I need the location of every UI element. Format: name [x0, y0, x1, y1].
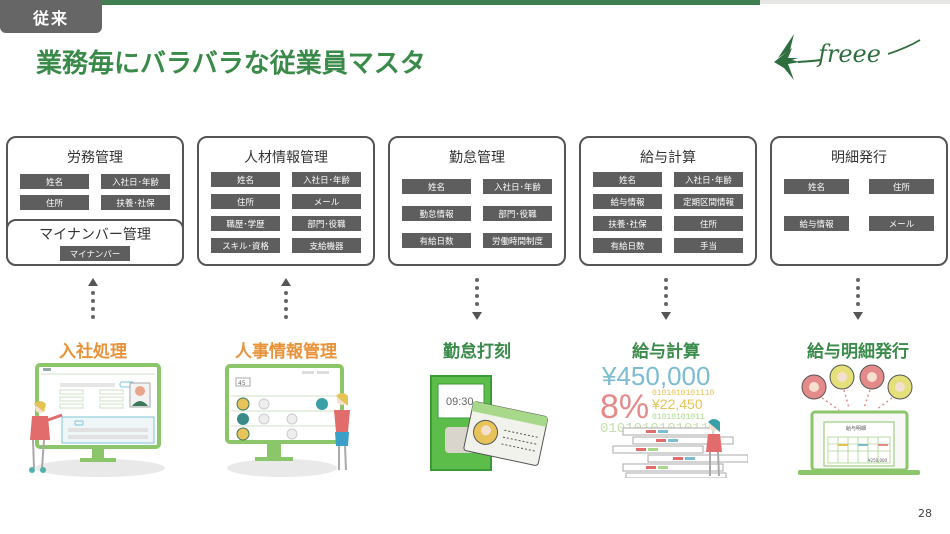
system-box-talent: 人材情報管理 姓名 入社日･年齢 住所 メール 職歴･学歴 部門･役職 スキル･…: [197, 136, 375, 266]
system-box-payroll: 給与計算 姓名 入社日･年齢 給与情報 定期区間情報 扶養･社保 住所 有給日数…: [579, 136, 757, 266]
arrow-up-icon: [281, 278, 291, 319]
field-chip: 給与情報: [593, 194, 662, 209]
payslip-title: 給与明細: [846, 425, 866, 432]
box-title: 人材情報管理: [244, 150, 328, 166]
binary-text: 0101010101110: [652, 389, 715, 398]
field-chip: 扶養･社保: [593, 216, 662, 231]
field-chip: 入社日･年齢: [292, 172, 361, 187]
stage-label-payslip: 給与明細発行: [807, 342, 909, 362]
field-chip: 給与情報: [784, 216, 849, 231]
system-box-mynumber: マイナンバー管理 マイナンバー: [6, 219, 184, 266]
stage-label-timeclock: 勤怠打刻: [443, 342, 511, 362]
top-grey-bar: [760, 0, 950, 4]
field-chip: 姓名: [20, 174, 89, 189]
box-title: 給与計算: [640, 150, 696, 166]
freee-logo: freee: [774, 34, 921, 80]
logo-wordmark: freee: [816, 40, 881, 68]
salary-amount: ¥450,000: [601, 361, 710, 391]
clock-time: 09:30: [446, 396, 474, 408]
top-accent-bar: [100, 0, 760, 5]
payslip-illustration: 給与明細 ¥250,000: [798, 364, 920, 475]
swallow-icon: [774, 34, 800, 80]
onboarding-illustration: [29, 363, 165, 477]
stage-label-payroll: 給与計算: [632, 342, 700, 362]
field-chip: 住所: [674, 216, 743, 231]
field-chip: スキル･資格: [211, 238, 280, 253]
page-number: 28: [918, 507, 932, 520]
box-title: マイナンバー管理: [39, 227, 151, 243]
field-chip: 住所: [20, 195, 89, 210]
field-chip: 手当: [674, 238, 743, 253]
field-chip: 住所: [211, 194, 280, 209]
arrow-up-icon: [88, 278, 98, 319]
field-chip: 入社日･年齢: [483, 179, 552, 194]
rate-value: 8%: [600, 388, 649, 426]
field-chip: 有給日数: [402, 233, 471, 248]
field-chip: 定期区間情報: [674, 194, 743, 209]
field-chip: 部門･役職: [483, 206, 552, 221]
payslip-total: ¥250,000: [868, 458, 888, 463]
field-chip: 姓名: [784, 179, 849, 194]
field-chip: メール: [292, 194, 361, 209]
box-title: 勤怠管理: [449, 150, 505, 166]
field-chip: 勤怠情報: [402, 206, 471, 221]
system-box-payslip: 明細発行 姓名 住所 給与情報 メール: [770, 136, 948, 266]
arrow-down-icon: [472, 278, 482, 320]
field-chip: 支給機器: [292, 238, 361, 253]
arrow-down-icon: [853, 278, 863, 320]
page-title: 業務毎にバラバラな従業員マスタ: [36, 49, 426, 79]
field-chip: 労働時間制度: [483, 233, 552, 248]
field-chip: 扶養･社保: [101, 195, 170, 210]
field-chip: 入社日･年齢: [101, 174, 170, 189]
deduction-amount: ¥22,450: [651, 396, 703, 412]
field-chip: 部門･役職: [292, 216, 361, 231]
field-chip: 住所: [869, 179, 934, 194]
section-tag: 従来: [0, 0, 102, 33]
hr-count: 45: [238, 380, 246, 387]
field-chip: 姓名: [593, 172, 662, 187]
field-chip: 有給日数: [593, 238, 662, 253]
field-chip: マイナンバー: [60, 246, 130, 261]
system-box-labor: 労務管理 姓名 入社日･年齢 住所 扶養･社保 マイナンバー管理 マイナンバー: [6, 136, 184, 266]
field-chip: 入社日･年齢: [674, 172, 743, 187]
arrow-down-icon: [661, 278, 671, 320]
field-chip: 姓名: [402, 179, 471, 194]
timeclock-illustration: 09:30: [430, 375, 548, 471]
system-box-attendance: 勤怠管理 姓名 入社日･年齢 勤怠情報 部門･役職 有給日数 労働時間制度: [388, 136, 566, 266]
field-chip: 姓名: [211, 172, 280, 187]
stage-label-hr-info: 人事情報管理: [235, 342, 337, 362]
payroll-illustration: ¥450,000 8% 0101010101110 ¥22,450 010101…: [600, 361, 748, 478]
stage-label-onboarding: 入社処理: [59, 342, 127, 362]
box-title: 労務管理: [67, 150, 123, 166]
field-chip: 職歴･学歴: [211, 216, 280, 231]
field-chip: メール: [869, 216, 934, 231]
hr-info-illustration: 45: [225, 364, 350, 477]
box-title: 明細発行: [831, 150, 887, 166]
binary-text: 01010101011: [652, 413, 705, 422]
